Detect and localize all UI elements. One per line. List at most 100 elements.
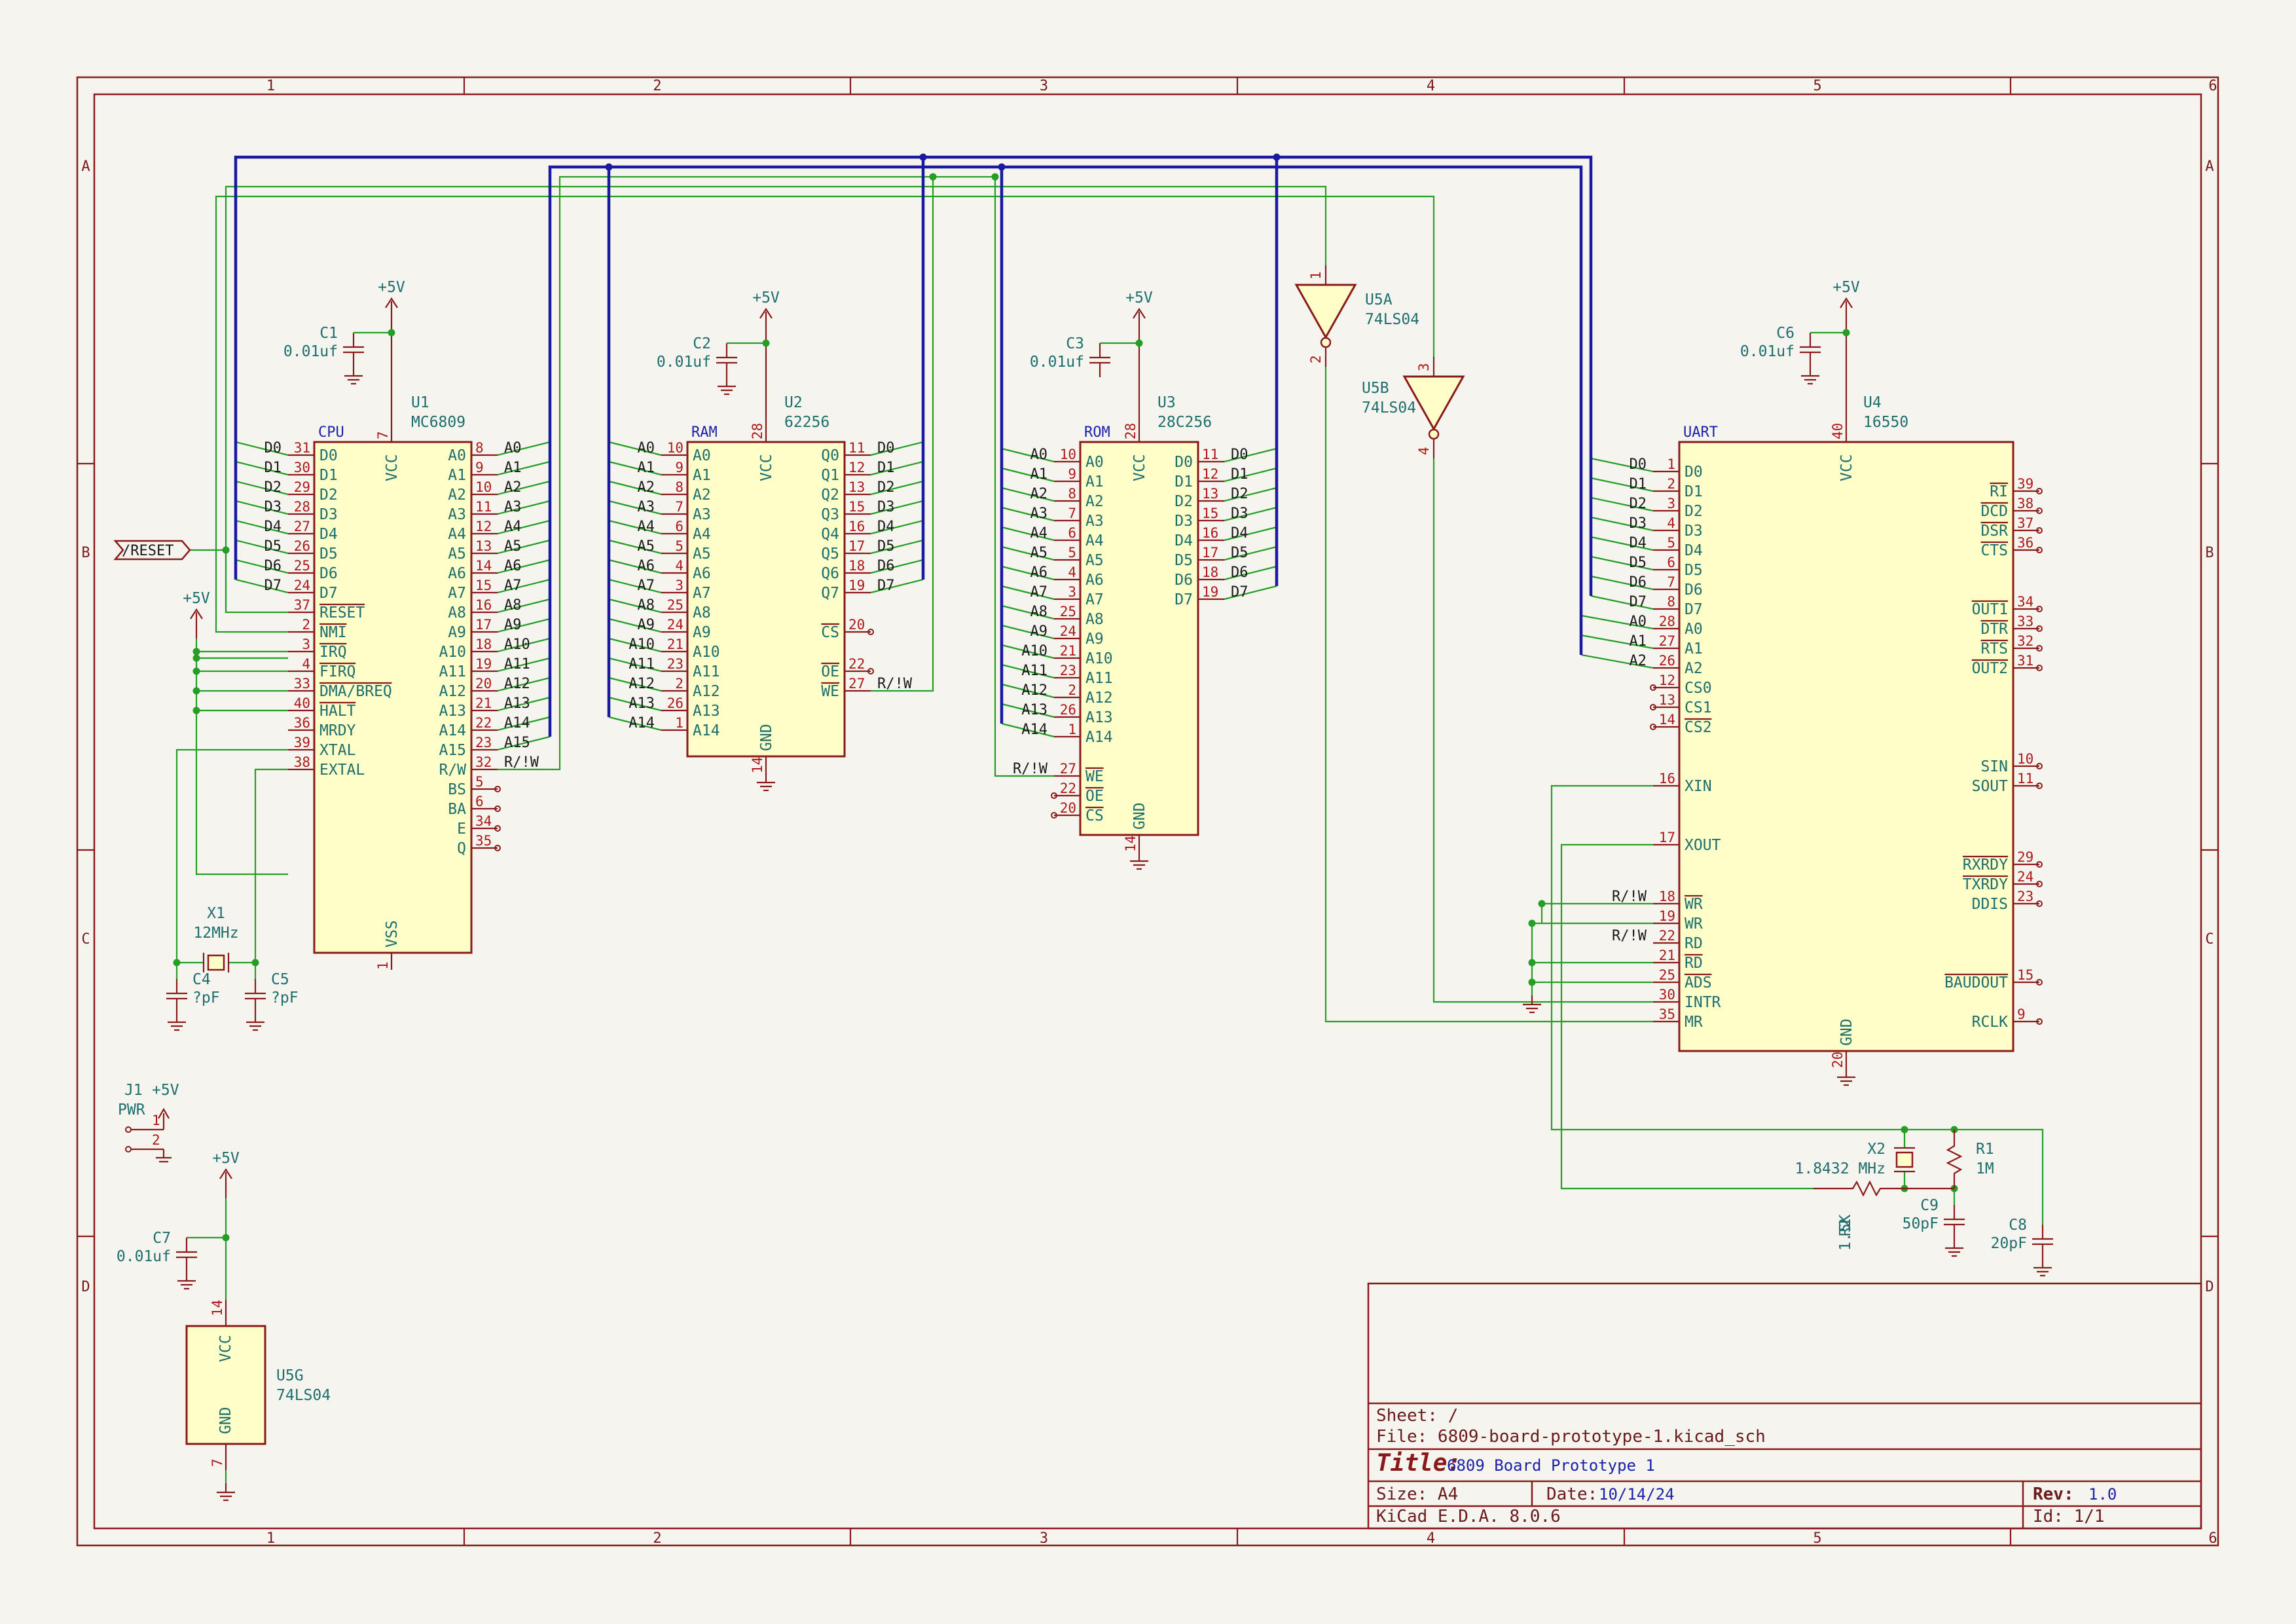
junction-dot <box>388 329 395 337</box>
bus-entry <box>608 676 662 692</box>
inverter-value: 74LS04 <box>1365 311 1419 328</box>
pin-number: 23 <box>1060 663 1076 678</box>
bus-entry <box>870 559 924 574</box>
pin-number: 6 <box>1667 555 1675 570</box>
net-label: D4 <box>264 519 282 535</box>
inverter-value: 74LS04 <box>1362 399 1416 416</box>
cap-value: 20pF <box>1991 1235 2027 1252</box>
net-label: A2 <box>638 479 655 496</box>
bus-entry <box>497 676 551 692</box>
capacitor[interactable]: C30.01uf <box>1030 335 1110 377</box>
net-label: A13 <box>504 695 530 712</box>
net-label: D3 <box>1231 506 1248 522</box>
net-label: A8 <box>1030 604 1048 620</box>
net-label: D7 <box>1231 584 1248 600</box>
bus-entry <box>235 500 289 515</box>
bus-entry <box>235 539 289 555</box>
rw-net <box>994 177 1054 777</box>
pin-number: 27 <box>1659 633 1675 649</box>
pin-number: 1 <box>152 1113 160 1128</box>
pin-number: 13 <box>1659 692 1675 708</box>
no-connect-marker <box>867 629 874 635</box>
title-block-date: 10/14/24 <box>1599 1485 1675 1504</box>
pin-number: 4 <box>1667 515 1675 531</box>
pin-number: 40 <box>294 695 310 711</box>
net-label: A9 <box>1030 623 1048 640</box>
inverter-ref: U5B <box>1362 380 1389 397</box>
pin-number: 26 <box>294 538 310 554</box>
cap-value: 0.01uf <box>1740 343 1795 360</box>
pin-name: A14 <box>1085 729 1113 746</box>
power-vcc-symbol: +5V <box>378 279 405 327</box>
net-label: A1 <box>638 460 655 476</box>
pin-name: GND <box>217 1407 234 1434</box>
capacitor[interactable]: C20.01uf <box>657 335 737 377</box>
crystal-x2[interactable]: X21.8432 MHz <box>1795 1141 1915 1177</box>
pin-name: A13 <box>1085 709 1113 726</box>
pin-number: 36 <box>2017 535 2033 551</box>
ic-body <box>313 441 473 954</box>
capacitor[interactable]: C5?pF <box>245 971 299 1013</box>
pin-number: 18 <box>475 637 492 652</box>
crystal-body <box>207 954 225 971</box>
capacitor[interactable]: C4?pF <box>166 971 220 1013</box>
ads-net <box>1531 963 1653 984</box>
pin-name: A10 <box>1085 650 1113 667</box>
grid-col-bottom: 2 <box>653 1530 661 1547</box>
pin-number: 30 <box>294 460 310 475</box>
pin-name: NMI <box>319 624 347 641</box>
pin-name: D1 <box>1685 483 1703 500</box>
pin-name: DTR <box>1980 621 2008 638</box>
capacitor[interactable]: C10.01uf <box>283 325 364 367</box>
junction-dot <box>1528 959 1536 967</box>
bus-entry <box>1001 703 1055 718</box>
pin-name: OE <box>1085 788 1104 805</box>
pin-name: GND <box>758 724 775 751</box>
pin-number: 25 <box>1659 967 1675 983</box>
bus-entry <box>1580 634 1654 650</box>
pin-number: 32 <box>2017 633 2033 649</box>
capacitor[interactable]: C60.01uf <box>1740 325 1821 367</box>
extal-net <box>254 768 288 963</box>
ic-unit-label: CPU <box>318 424 344 441</box>
pin-number: 14 <box>1123 836 1139 852</box>
pin-number: 34 <box>2017 594 2033 610</box>
pin-name: SIN <box>1980 758 2008 775</box>
pin-number: 1 <box>675 715 683 731</box>
pin-number: 10 <box>667 440 683 456</box>
net-label: A7 <box>504 578 522 594</box>
bus-entry <box>1001 526 1055 542</box>
pin-name: A1 <box>1685 640 1703 657</box>
pin-name: Q6 <box>821 565 839 582</box>
net-label: D7 <box>264 578 282 594</box>
resistor-r2[interactable]: R21.5K <box>1813 1180 1954 1251</box>
power-vcc-symbol: +5V <box>1125 289 1153 338</box>
power-arrow <box>1133 307 1146 319</box>
pin-name: XOUT <box>1685 837 1721 854</box>
bus-entry <box>608 618 662 633</box>
global-label-reset[interactable]: /RESET <box>113 540 191 561</box>
net-label: A10 <box>1021 643 1048 659</box>
net-label: A15 <box>504 735 530 751</box>
net-label: D2 <box>264 479 282 496</box>
rw-net <box>871 177 934 692</box>
bus-entry <box>608 598 662 614</box>
power-arrow <box>158 1107 170 1119</box>
pin-number: 10 <box>2017 751 2033 767</box>
net-label: A13 <box>629 695 655 712</box>
capacitor[interactable]: C70.01uf <box>117 1230 197 1272</box>
ground-symbol <box>1523 995 1541 1014</box>
pin-name: VSS <box>384 920 401 948</box>
